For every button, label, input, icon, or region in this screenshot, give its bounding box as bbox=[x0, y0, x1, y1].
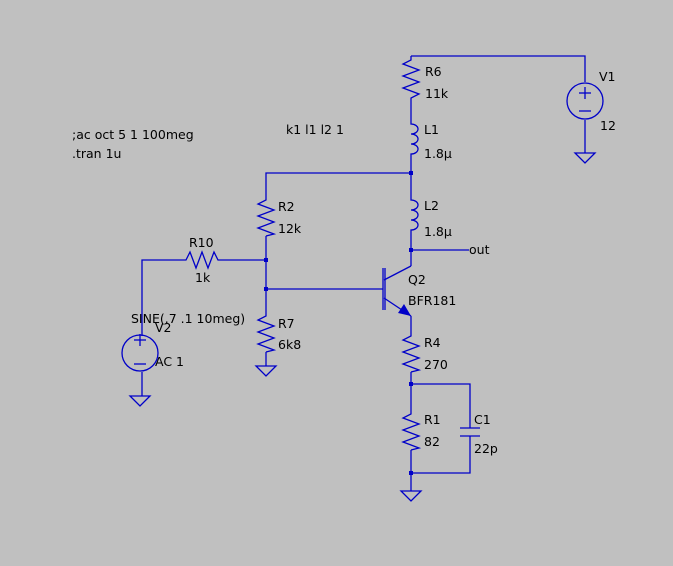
l2-label: L2 bbox=[424, 198, 439, 213]
r4-value: 270 bbox=[424, 357, 448, 372]
v2-label: V2 bbox=[155, 320, 172, 335]
r6-value: 11k bbox=[425, 86, 449, 101]
c1-label: C1 bbox=[474, 412, 491, 427]
resistor-r2[interactable] bbox=[256, 196, 277, 237]
wire-node-c1[interactable] bbox=[411, 383, 471, 428]
junction-dot bbox=[264, 287, 268, 291]
v1-label: V1 bbox=[599, 69, 616, 84]
junction-dot bbox=[409, 382, 413, 386]
transistor-q2[interactable] bbox=[382, 265, 412, 317]
ground-icon bbox=[128, 395, 152, 407]
net-label-out: out bbox=[469, 242, 490, 257]
tran-directive[interactable]: .tran 1u bbox=[72, 146, 121, 161]
junction-dot bbox=[409, 248, 413, 252]
r6-label: R6 bbox=[425, 64, 442, 79]
l2-value: 1.8µ bbox=[424, 224, 452, 239]
coupling-directive[interactable]: k1 l1 l2 1 bbox=[286, 122, 344, 137]
junction-dot bbox=[264, 258, 268, 262]
junctions bbox=[264, 171, 413, 475]
wires bbox=[141, 55, 586, 491]
resistor-r4[interactable] bbox=[401, 332, 422, 373]
resistor-r1[interactable] bbox=[401, 410, 422, 451]
ground-icon bbox=[254, 365, 278, 377]
r2-value: 12k bbox=[278, 221, 302, 236]
v1-value: 12 bbox=[600, 118, 616, 133]
r7-value: 6k8 bbox=[278, 337, 301, 352]
wire-c1-bottom[interactable] bbox=[411, 436, 471, 474]
v2-ac-value: AC 1 bbox=[155, 354, 184, 369]
r2-label: R2 bbox=[278, 199, 295, 214]
junction-dot bbox=[409, 171, 413, 175]
r4-label: R4 bbox=[424, 335, 441, 350]
r7-label: R7 bbox=[278, 316, 295, 331]
resistor-r10[interactable] bbox=[182, 250, 221, 270]
v2-value: SINE(.7 .1 10meg) bbox=[131, 311, 245, 326]
r10-label: R10 bbox=[189, 235, 214, 250]
resistor-r6[interactable] bbox=[401, 56, 421, 100]
wire-node-to-r2[interactable] bbox=[265, 172, 411, 196]
ac-directive[interactable]: ;ac oct 5 1 100meg bbox=[72, 127, 194, 142]
wire-top-to-v1[interactable] bbox=[411, 55, 586, 82]
capacitor-c1[interactable] bbox=[460, 427, 480, 437]
l1-value: 1.8µ bbox=[424, 146, 452, 161]
ground-icon bbox=[399, 490, 423, 502]
junction-dot bbox=[409, 471, 413, 475]
inductor-l1[interactable] bbox=[410, 120, 419, 160]
r1-value: 82 bbox=[424, 434, 440, 449]
voltage-source-v1[interactable] bbox=[566, 82, 604, 120]
voltage-source-v2[interactable] bbox=[121, 334, 159, 372]
inductor-l2[interactable] bbox=[410, 192, 419, 240]
c1-value: 22p bbox=[474, 441, 498, 456]
q2-value: BFR181 bbox=[408, 293, 456, 308]
wire-r10-to-v2[interactable] bbox=[141, 259, 182, 336]
q2-label: Q2 bbox=[408, 272, 426, 287]
r10-value: 1k bbox=[195, 270, 211, 285]
resistor-r7[interactable] bbox=[256, 312, 277, 353]
l1-label: L1 bbox=[424, 122, 439, 137]
ground-icon bbox=[573, 152, 597, 164]
r1-label: R1 bbox=[424, 412, 441, 427]
